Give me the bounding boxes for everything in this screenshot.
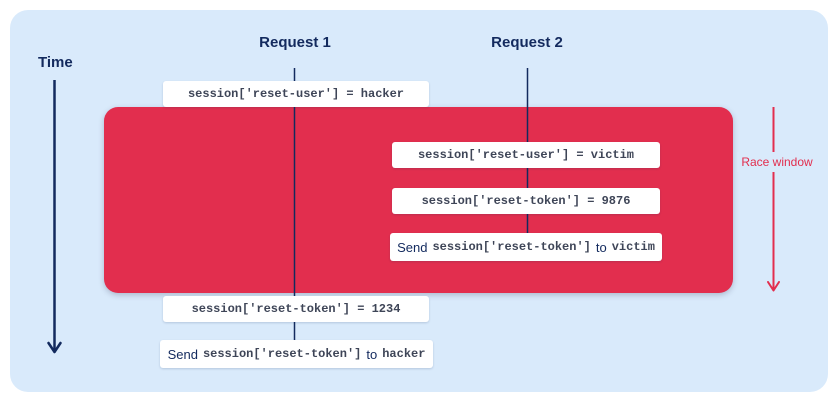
step-set-reset-user-victim: session['reset-user'] = victim — [392, 142, 660, 168]
step-code: session['reset-token'] — [202, 347, 362, 361]
step-code: session['reset-token'] = 9876 — [421, 194, 631, 208]
step-code: session['reset-user'] = victim — [417, 148, 635, 162]
recipient-name: hacker — [382, 347, 426, 361]
lane-header-request1: Request 1 — [259, 34, 331, 51]
step-set-reset-token-1234: session['reset-token'] = 1234 — [163, 296, 429, 322]
time-axis-label: Time — [38, 54, 73, 71]
step-set-reset-token-9876: session['reset-token'] = 9876 — [392, 188, 660, 214]
step-code: session['reset-user'] = hacker — [187, 87, 405, 101]
step-code: session['reset-token'] — [432, 240, 591, 254]
recipient-name: victim — [611, 240, 655, 254]
step-send-reset-token-hacker: Send session['reset-token'] to hacker — [160, 340, 433, 368]
to-keyword: to — [595, 239, 607, 255]
send-keyword: Send — [167, 346, 198, 362]
send-keyword: Send — [397, 239, 428, 255]
lane-header-request2: Request 2 — [491, 34, 563, 51]
race-window-label: Race window — [737, 152, 817, 172]
to-keyword: to — [366, 346, 378, 362]
step-code: session['reset-token'] = 1234 — [191, 302, 401, 316]
step-set-reset-user-hacker: session['reset-user'] = hacker — [163, 81, 429, 107]
step-send-reset-token-victim: Send session['reset-token'] to victim — [390, 233, 662, 261]
